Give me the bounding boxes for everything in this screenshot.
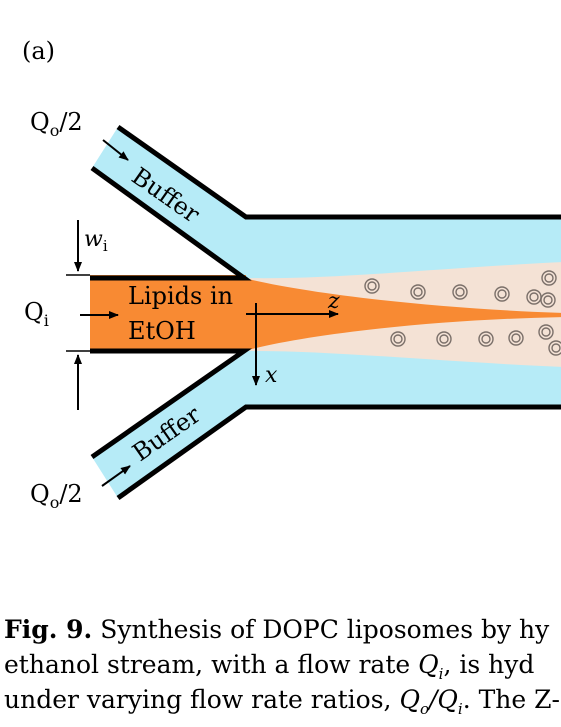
caption-line-1: Fig. 9. Synthesis of DOPC liposomes by h…: [4, 615, 550, 644]
liposome: [540, 292, 556, 308]
liposome: [543, 295, 553, 305]
z-axis-label: z: [327, 289, 340, 314]
liposome: [393, 334, 403, 344]
caption-figure-label: Fig. 9.: [4, 615, 93, 644]
buffer-inlet-bottom: [92, 351, 246, 498]
q-inner-label: Qi: [24, 298, 49, 330]
liposome: [551, 343, 561, 353]
inlet-label-line1: Lipids in: [128, 282, 233, 310]
liposome: [390, 331, 406, 347]
liposome-group: [364, 270, 561, 356]
liposome: [367, 281, 377, 291]
figure-caption: Fig. 9. Synthesis of DOPC liposomes by h…: [4, 612, 561, 718]
panel-label: (a): [22, 37, 55, 65]
x-axis-label: x: [265, 363, 278, 388]
wall-lower-outer: [116, 404, 561, 501]
channel-diagram: (a) Qo/2 Qo/2 Qi wi Buffer Buffer Lipids…: [22, 37, 561, 512]
liposome: [548, 340, 561, 356]
caption-line-3: under varying flow rate ratios, Qo/Qi. T…: [4, 685, 560, 718]
liposome: [541, 270, 557, 286]
liposome: [508, 330, 524, 346]
caption-line-2: ethanol stream, with a flow rate Qi, is …: [4, 650, 535, 683]
flow-arrow-top: [102, 139, 129, 161]
liposome: [481, 334, 491, 344]
liposome: [364, 278, 380, 294]
buffer-inlet-top: [92, 127, 246, 278]
q-outer-bottom-label: Qo/2: [30, 480, 83, 512]
wall-lower-inner: [90, 348, 252, 460]
wall-upper-inner: [90, 165, 252, 281]
liposome: [436, 331, 452, 347]
liposome: [410, 284, 426, 300]
liposome: [529, 292, 539, 302]
liposome: [544, 273, 554, 283]
flow-arrow-bottom: [101, 465, 131, 487]
liposome: [494, 286, 510, 302]
inlet-label-line2: EtOH: [128, 317, 196, 345]
liposome: [538, 324, 554, 340]
liposome: [455, 287, 465, 297]
liposome: [541, 327, 551, 337]
focused-ethanol-jet: [244, 278, 561, 351]
liposome: [497, 289, 507, 299]
liposome: [413, 287, 423, 297]
liposome: [511, 333, 521, 343]
liposome: [452, 284, 468, 300]
wall-upper-outer: [116, 124, 561, 220]
w-inner-label: wi: [84, 227, 108, 255]
liposome: [439, 334, 449, 344]
q-outer-top-label: Qo/2: [30, 108, 83, 140]
liposome: [478, 331, 494, 347]
